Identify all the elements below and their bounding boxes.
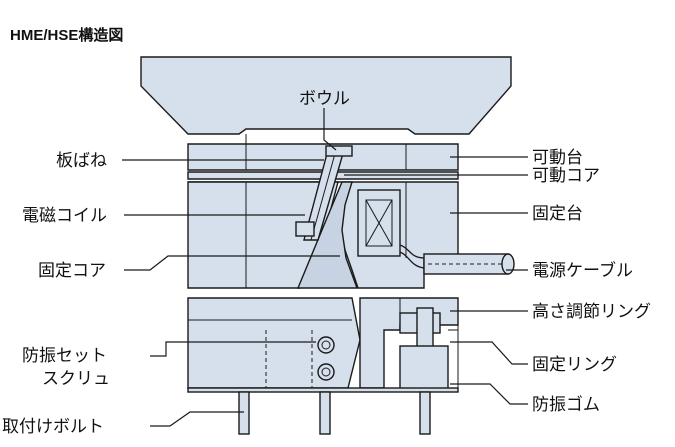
label-fixed-base: 固定台: [532, 204, 583, 224]
leaf-spring-clamp-low: [295, 221, 315, 237]
mounting-bolt-2: [319, 391, 331, 435]
label-fixed-ring: 固定リング: [532, 355, 617, 375]
label-movable-base: 可動台: [532, 148, 583, 168]
label-electromagnetic-coil: 電磁コイル: [22, 206, 107, 226]
label-mounting-bolt: 取付けボルト: [2, 417, 104, 437]
leaf-spring-clamp-top: [325, 145, 353, 157]
fixed-core-shape: [296, 181, 359, 289]
label-anti-vibration-rubber: 防振ゴム: [532, 394, 600, 415]
leader-lines: [122, 108, 528, 427]
label-set-screw-line2: スクリュ: [42, 369, 110, 389]
set-screw-lower: [317, 363, 335, 381]
label-bowl: ボウル: [299, 89, 350, 109]
diagram-title: HME/HSE構造図: [10, 26, 123, 44]
label-movable-core: 可動コア: [532, 166, 600, 186]
mounting-bolt-3: [419, 391, 431, 435]
label-leaf-spring: 板ばね: [56, 151, 107, 171]
mounting-bolt-1: [238, 391, 250, 435]
label-fixed-core: 固定コア: [38, 261, 106, 281]
set-screw-upper: [317, 336, 335, 354]
label-height-adjusting-ring: 高さ調節リング: [532, 302, 651, 322]
label-set-screw-line1: 防振セット: [22, 346, 107, 366]
label-power-cable: 電源ケーブル: [532, 260, 633, 281]
bowl-shape: [140, 56, 512, 135]
fixed-ring-shape: [399, 345, 449, 391]
machine-drawing: [140, 56, 515, 435]
movable-base-shape: [187, 143, 459, 171]
